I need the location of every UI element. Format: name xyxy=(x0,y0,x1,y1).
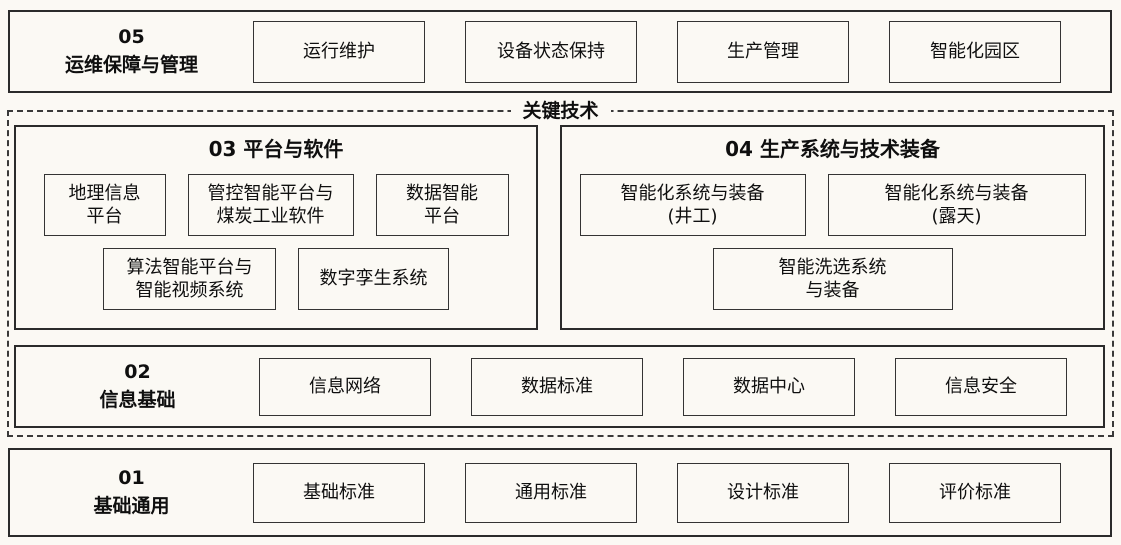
basic-item-general-standard: 通用标准 xyxy=(465,462,637,523)
production-item-washing: 智能洗选系统 与装备 xyxy=(712,248,953,310)
platform-item-data-intelligence: 数据智能 平台 xyxy=(375,174,509,236)
basic-item-evaluation-standard: 评价标准 xyxy=(889,462,1061,523)
section-03-title: 03 平台与软件 xyxy=(208,137,344,161)
section-04-production-equipment: 04 生产系统与技术装备 智能化系统与装备 (井工) 智能化系统与装备 (露天)… xyxy=(560,125,1105,330)
info-item-network: 信息网络 xyxy=(259,357,431,416)
layer-02-label: 02 信息基础 xyxy=(99,360,176,411)
layer-01-basic-band: 01 基础通用 基础标准 通用标准 设计标准 评价标准 xyxy=(8,448,1112,537)
platform-item-algorithm-video: 算法智能平台与 智能视频系统 xyxy=(103,248,276,310)
layer-01-label: 01 基础通用 xyxy=(93,466,170,517)
section-03-row2: 算法智能平台与 智能视频系统 数字孪生系统 xyxy=(16,248,536,310)
info-item-data-standard: 数据标准 xyxy=(471,357,643,416)
production-item-openpit: 智能化系统与装备 (露天) xyxy=(827,174,1086,236)
section-03-row1: 地理信息 平台 管控智能平台与 煤炭工业软件 数据智能 平台 xyxy=(16,174,536,236)
basic-item-design-standard: 设计标准 xyxy=(677,462,849,523)
platform-item-digital-twin: 数字孪生系统 xyxy=(298,248,449,310)
ops-item-production-mgmt: 生产管理 xyxy=(677,20,849,83)
ops-item-smart-park: 智能化园区 xyxy=(889,20,1061,83)
layer-05-ops-band: 05 运维保障与管理 运行维护 设备状态保持 生产管理 智能化园区 xyxy=(8,10,1112,93)
production-item-underground: 智能化系统与装备 (井工) xyxy=(579,174,806,236)
section-03-platform-software: 03 平台与软件 地理信息 平台 管控智能平台与 煤炭工业软件 数据智能 平台 … xyxy=(14,125,538,330)
key-technology-label: 关键技术 xyxy=(510,99,611,124)
info-item-data-center: 数据中心 xyxy=(683,357,855,416)
layer-05-label: 05 运维保障与管理 xyxy=(64,25,198,76)
ops-item-equipment-state: 设备状态保持 xyxy=(465,20,637,83)
section-04-title: 04 生产系统与技术装备 xyxy=(725,137,940,161)
layer-01-items: 基础标准 通用标准 设计标准 评价标准 xyxy=(253,462,1110,523)
ops-item-run-maintenance: 运行维护 xyxy=(253,20,425,83)
platform-item-gis: 地理信息 平台 xyxy=(43,174,166,236)
info-item-security: 信息安全 xyxy=(895,357,1067,416)
layer-05-items: 运行维护 设备状态保持 生产管理 智能化园区 xyxy=(253,20,1110,83)
section-04-row1: 智能化系统与装备 (井工) 智能化系统与装备 (露天) xyxy=(562,174,1103,236)
key-technology-group: 关键技术 03 平台与软件 地理信息 平台 管控智能平台与 煤炭工业软件 数据智… xyxy=(7,99,1114,437)
layer-02-items: 信息网络 数据标准 数据中心 信息安全 xyxy=(259,357,1103,416)
layer-02-info-band: 02 信息基础 信息网络 数据标准 数据中心 信息安全 xyxy=(14,345,1105,428)
basic-item-basic-standard: 基础标准 xyxy=(253,462,425,523)
section-04-row2: 智能洗选系统 与装备 xyxy=(562,248,1103,310)
platform-item-control-software: 管控智能平台与 煤炭工业软件 xyxy=(187,174,354,236)
